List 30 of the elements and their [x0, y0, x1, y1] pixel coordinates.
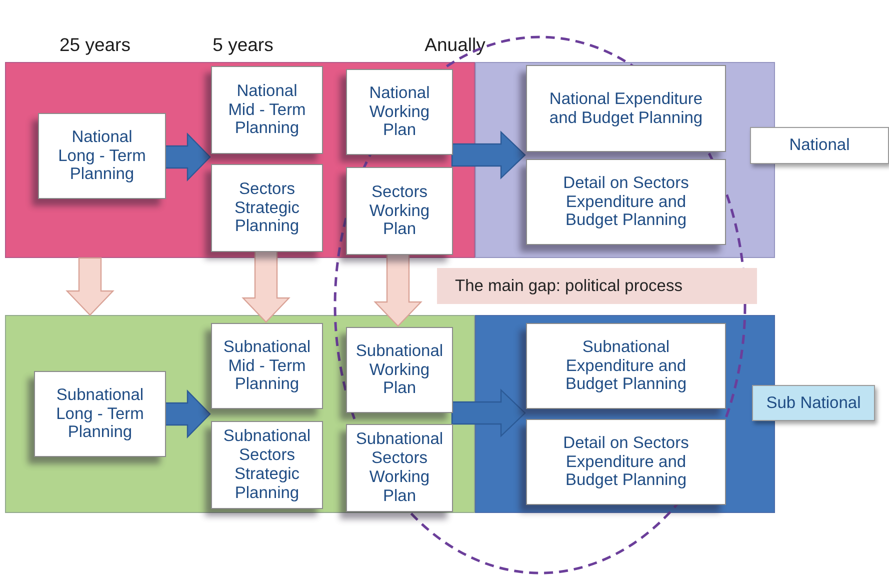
block-arrow	[451, 130, 526, 180]
gap-note-band: The main gap: political process	[437, 268, 757, 304]
process-box: Sectors Strategic Planning	[211, 164, 323, 252]
time-horizon-label: 5 years	[212, 34, 274, 56]
process-box: Subnational Working Plan	[346, 327, 453, 413]
time-horizon-label: 25 years	[60, 34, 130, 56]
process-box: Detail on Sectors Expenditure and Budget Planning	[526, 159, 726, 245]
level-tag: Sub National	[752, 385, 875, 421]
national-band	[5, 62, 475, 258]
block-arrow	[164, 390, 211, 438]
process-box: Detail on Sectors Expenditure and Budget Planning	[526, 419, 726, 505]
block-arrow	[242, 250, 290, 323]
process-box: National Long - Term Planning	[38, 113, 166, 199]
process-box: Subnational Mid - Term Planning	[211, 323, 323, 409]
process-box: Subnational Expenditure and Budget Planning	[526, 323, 726, 409]
process-box: National Working Plan	[346, 69, 453, 155]
process-box: Sectors Working Plan	[346, 167, 453, 255]
subnational-band	[5, 315, 475, 513]
block-arrow	[374, 253, 422, 327]
time-horizon-label: Anually	[424, 34, 486, 56]
block-arrow	[66, 257, 114, 316]
national-budget-panel	[475, 62, 775, 258]
process-box: Subnational Sectors Working Plan	[346, 424, 453, 512]
process-box: Subnational Sectors Strategic Planning	[211, 421, 323, 509]
level-tag: National	[750, 127, 889, 164]
block-arrow	[451, 388, 526, 438]
process-box: National Expenditure and Budget Planning	[526, 65, 726, 152]
process-box: National Mid - Term Planning	[211, 66, 323, 154]
block-arrow	[164, 132, 211, 182]
process-box: Subnational Long - Term Planning	[34, 371, 166, 457]
